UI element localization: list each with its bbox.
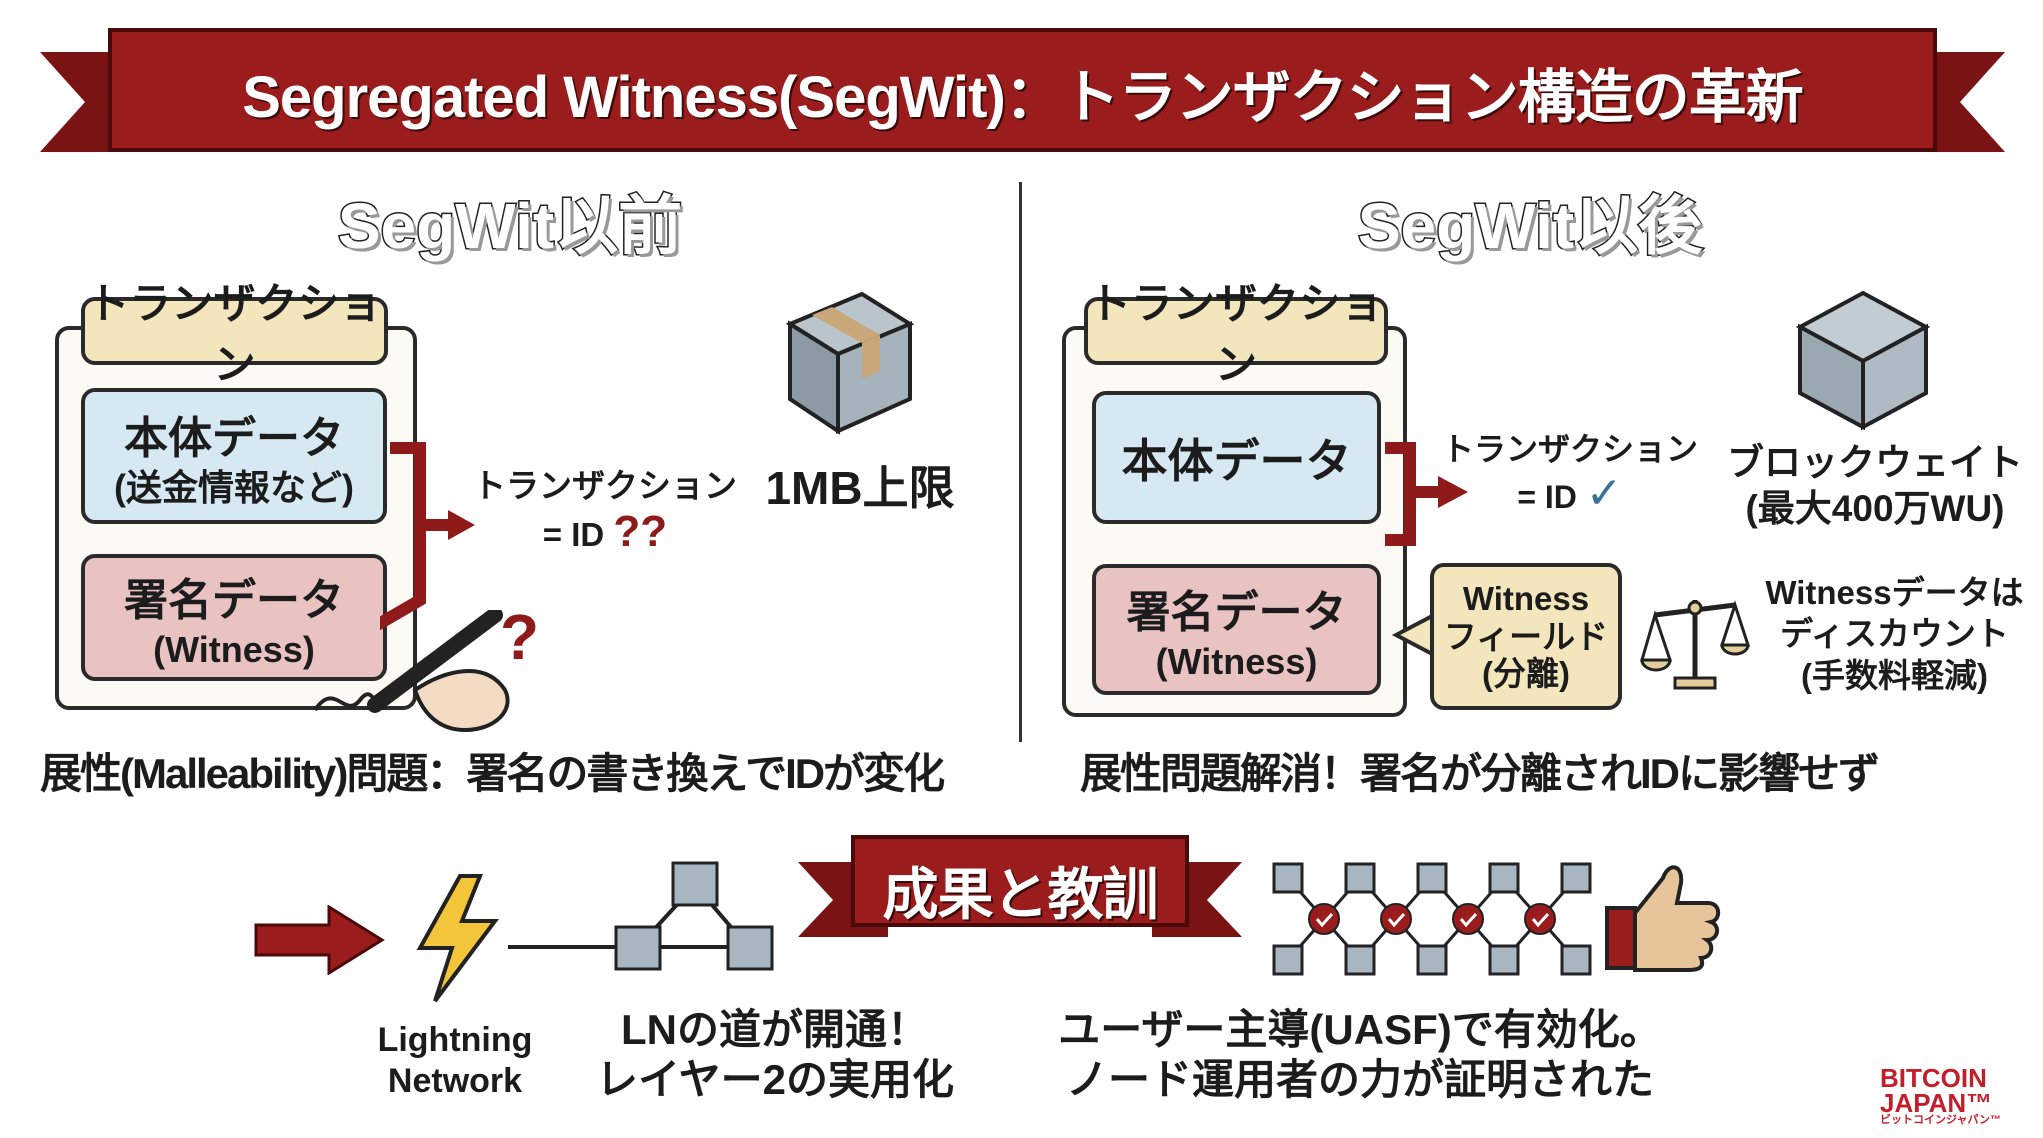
divider	[1019, 182, 1022, 742]
witness-field-line: (分離)	[1482, 655, 1570, 693]
after-caption: 展性問題解消！署名が分離されIDに影響せず	[1080, 750, 1880, 797]
block-limit: 1MB上限	[765, 462, 955, 514]
witness-field-line: フィールド	[1443, 617, 1609, 655]
ln-label-line: Network	[387, 1061, 523, 1100]
ln-text-line: LNの道が開通！	[621, 1006, 929, 1053]
before-body-data: 本体データ (送金情報など)	[81, 388, 387, 524]
id-line2: = ID	[542, 515, 605, 553]
before-id-text: トランザクション = ID ??	[470, 466, 740, 558]
uasf-text: ユーザー主導(UASF)で有効化。 ノード運用者の力が証明された	[1000, 1005, 1720, 1106]
body-data-sub: (送金情報など)	[114, 467, 354, 509]
node-cube	[1272, 862, 1304, 894]
node-cube	[1488, 862, 1520, 894]
sig-data-sub: (Witness)	[1155, 640, 1318, 682]
block-weight-sub: (最大400万WU)	[1745, 488, 2005, 530]
after-body-data: 本体データ	[1092, 391, 1381, 524]
scales-icon	[1640, 600, 1750, 690]
discount-text: Witnessデータは ディスカウント (手数料軽減)	[1752, 572, 2037, 696]
block-weight-label: ブロックウェイト	[1727, 442, 2023, 483]
page-title: Segregated Witness(SegWit)：トランザクション構造の革新	[242, 65, 1804, 130]
id-line1: トランザクション	[1441, 431, 1698, 467]
after-heading: SegWit以後	[1356, 189, 1703, 264]
node-cube	[1416, 862, 1448, 894]
logo-line2: JAPAN™	[1880, 1087, 1993, 1118]
box-package-icon	[785, 291, 915, 435]
node-cube	[1344, 862, 1376, 894]
ln-label-line: Lightning	[377, 1021, 533, 1059]
discount-line: Witnessデータは	[1765, 574, 2024, 611]
ln-text-line: レイヤー2の実用化	[595, 1056, 955, 1104]
after-id-text: トランザクション = ID ✓	[1440, 430, 1700, 521]
before-arrow-icon	[380, 442, 475, 631]
node-cube	[1488, 944, 1520, 976]
node-cube	[1560, 862, 1592, 894]
id-line1: トランザクション	[473, 467, 737, 504]
check-node	[1380, 903, 1412, 935]
pen-hand-icon	[313, 610, 510, 733]
node-cube	[1272, 944, 1304, 976]
check-node	[1308, 903, 1340, 935]
question-marks: ??	[613, 506, 668, 556]
before-tx-label: トランザクション	[81, 280, 388, 388]
id-line2: = ID	[1517, 479, 1577, 516]
uasf-line: ユーザー主導(UASF)で有効化。	[1058, 1006, 1662, 1053]
after-arrow-icon	[1385, 442, 1468, 546]
check-node	[1452, 903, 1484, 935]
ln-text: LNの道が開通！ レイヤー2の実用化	[570, 1005, 980, 1106]
after-sig-data: 署名データ (Witness)	[1092, 564, 1381, 695]
block-weight: ブロックウェイト (最大400万WU)	[1720, 440, 2030, 533]
lightning-icon	[416, 874, 499, 1003]
sig-data-sub: (Witness)	[153, 628, 315, 670]
uasf-line: ノード運用者の力が証明された	[1065, 1056, 1654, 1104]
logo-line1: BITCOIN	[1880, 1063, 1987, 1093]
check-icon: ✓	[1585, 469, 1623, 519]
bitcoin-japan-logo: BITCOIN JAPAN™ ビットコインジャパン™	[1880, 1063, 2001, 1127]
sig-data-label: 署名データ	[1126, 587, 1347, 637]
before-heading: SegWit以前	[336, 189, 683, 264]
title-ribbon	[40, 28, 2005, 152]
lightning-label: Lightning Network	[365, 1020, 545, 1102]
discount-line: ディスカウント	[1780, 615, 2009, 653]
sig-data-label: 署名データ	[124, 575, 344, 625]
node-network-icon	[1272, 862, 1592, 976]
before-sig-data: 署名データ (Witness)	[81, 554, 387, 681]
results-heading: 成果と教訓	[882, 863, 1159, 926]
question-icon: ?	[500, 601, 540, 673]
red-arrow-icon	[254, 905, 385, 975]
after-tx-label: トランザクション	[1084, 280, 1388, 388]
cube-icon	[1796, 290, 1930, 431]
discount-line: (手数料軽減)	[1801, 656, 1988, 694]
check-node	[1524, 903, 1556, 935]
node-cube	[1416, 944, 1448, 976]
witness-field-line: Witness	[1462, 579, 1590, 617]
node-cube	[1344, 944, 1376, 976]
network-triangle-icon	[508, 861, 774, 971]
body-data-label: 本体データ	[124, 414, 344, 464]
thumbs-up-icon	[1605, 865, 1721, 972]
node-cube	[1560, 944, 1592, 976]
logo-line3: ビットコインジャパン™	[1880, 1114, 2001, 1127]
results-ribbon	[798, 835, 1242, 937]
witness-field-bubble: Witness フィールド (分離)	[1430, 563, 1622, 710]
before-caption: 展性(Malleability)問題：署名の書き換えでIDが変化	[40, 750, 945, 797]
